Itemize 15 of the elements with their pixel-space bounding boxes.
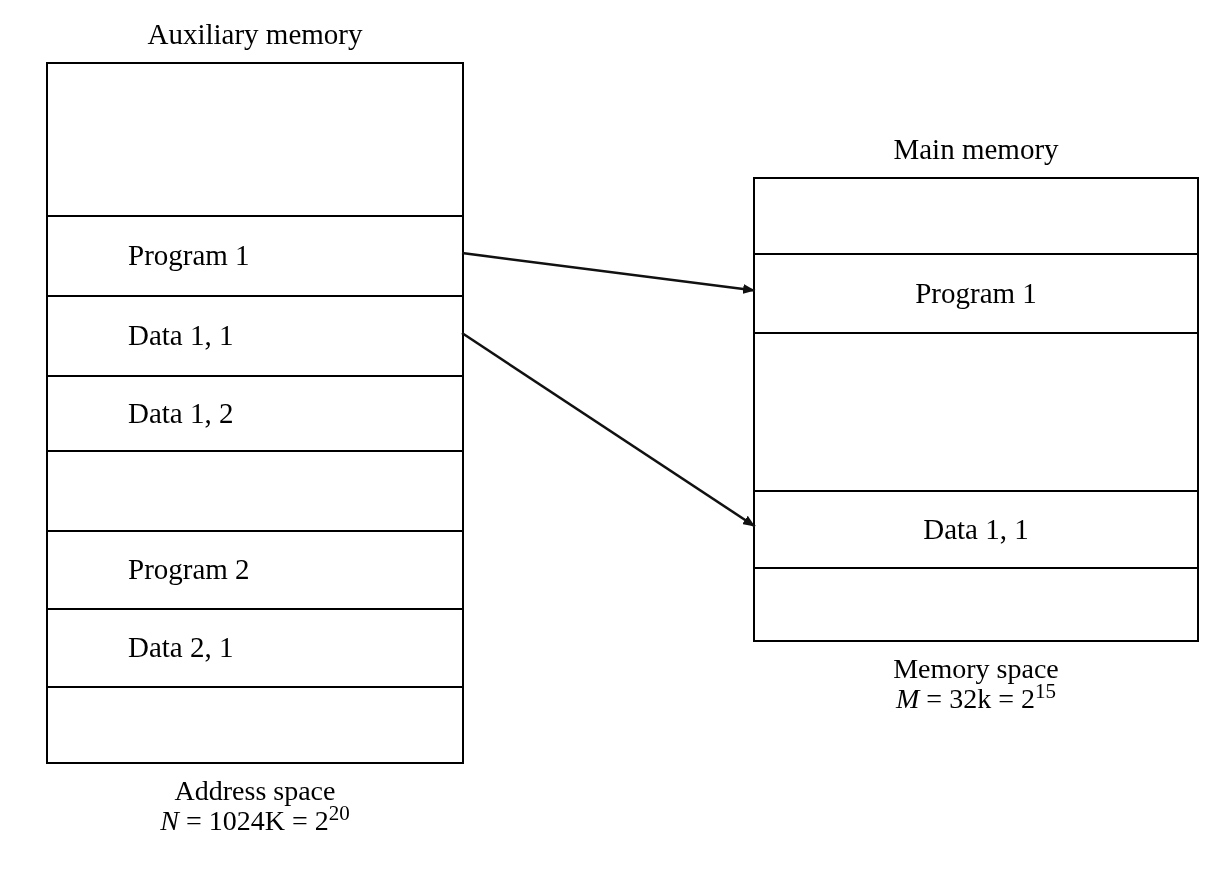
cell-label: Data 1, 1 bbox=[128, 318, 234, 354]
cell-label: Program 1 bbox=[915, 275, 1037, 311]
space-caption: Memory space bbox=[893, 654, 1059, 684]
cell-label: Data 1, 2 bbox=[128, 395, 234, 431]
arrow bbox=[461, 251, 756, 294]
cell-label: Program 1 bbox=[128, 238, 250, 274]
space-caption: N = 1024K = 2$^{20}$ bbox=[160, 806, 350, 836]
arrow bbox=[461, 331, 756, 528]
cell-label: Data 2, 1 bbox=[128, 630, 234, 666]
memory-heading: Auxiliary memory bbox=[147, 17, 363, 52]
memory-heading: Main memory bbox=[893, 132, 1059, 167]
space-caption: M = 32k = 2$^{15}$ bbox=[896, 684, 1056, 714]
cell-label: Program 2 bbox=[128, 552, 250, 588]
cell-label: Data 1, 1 bbox=[923, 511, 1029, 547]
space-caption: Address space bbox=[174, 776, 336, 806]
